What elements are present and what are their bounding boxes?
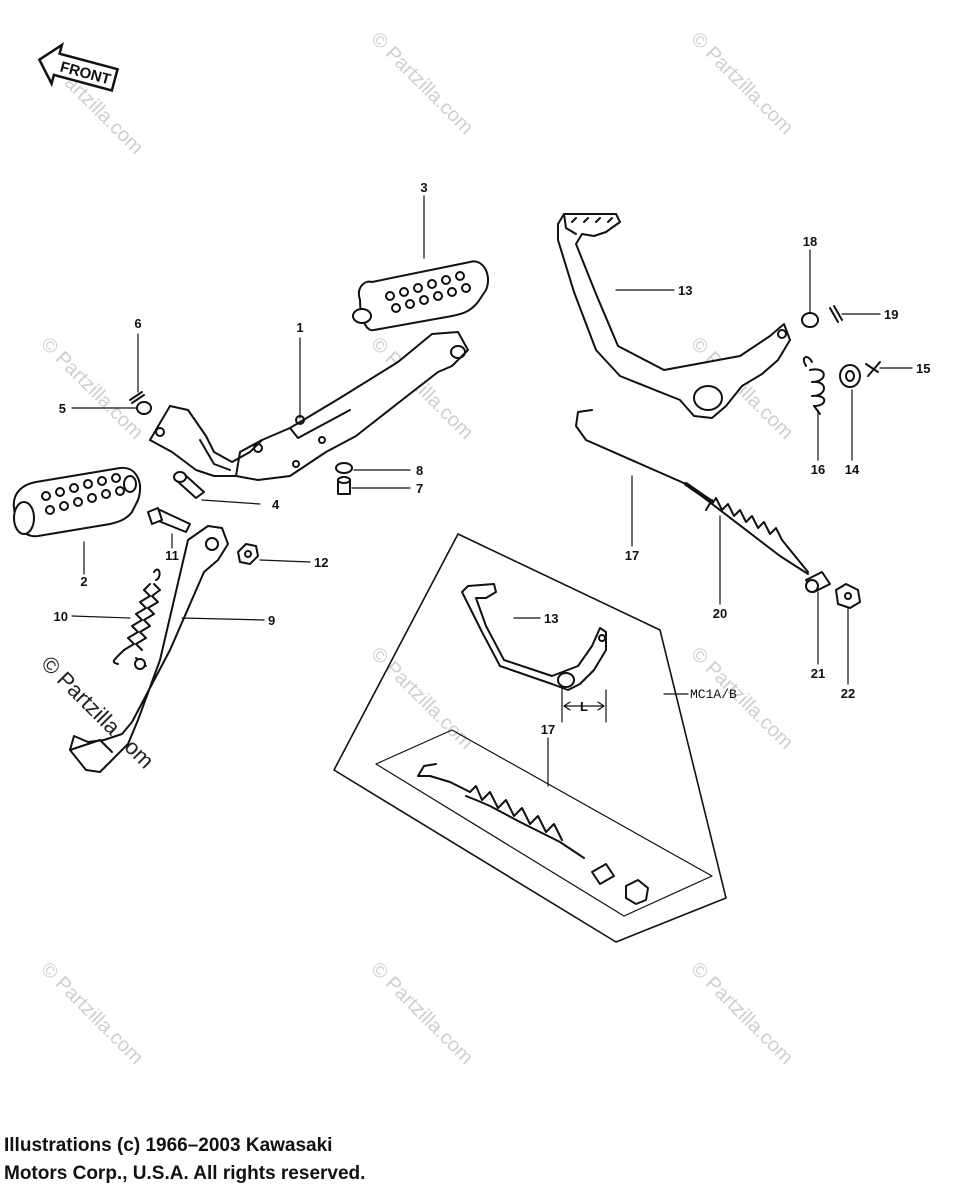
callout-1: 1 <box>296 320 303 335</box>
callout-13-upper: 13 <box>678 283 692 298</box>
watermark: © Partzilla.com <box>36 333 147 444</box>
leader-lines <box>71 195 913 787</box>
callout-13-inset: 13 <box>544 611 558 626</box>
callout-4: 4 <box>272 497 280 512</box>
copyright-notice: Illustrations (c) 1966–2003 Kawasaki Mot… <box>4 1132 365 1188</box>
callout-14: 14 <box>845 462 860 477</box>
callout-16: 16 <box>811 462 825 477</box>
parts-linework <box>12 195 913 943</box>
return-spring-icon <box>802 356 826 415</box>
callout-22: 22 <box>841 686 855 701</box>
callout-12: 12 <box>314 555 328 570</box>
washer-icon <box>335 462 353 474</box>
callout-8: 8 <box>416 463 423 478</box>
callout-10: 10 <box>54 609 68 624</box>
callout-19: 19 <box>884 307 898 322</box>
brake-rod-inset-icon <box>417 763 585 859</box>
step-bracket-icon <box>149 331 469 481</box>
callout-18: 18 <box>803 234 817 249</box>
callout-15: 15 <box>916 361 930 376</box>
watermark: © Partzilla.com <box>686 958 797 1069</box>
dimension-label: L <box>580 699 588 714</box>
pivot-pin-icon <box>173 471 205 499</box>
footpeg-left-icon <box>12 466 141 538</box>
watermark: © Partzilla.com <box>366 958 477 1069</box>
watermark: © Partzilla.com <box>36 958 147 1069</box>
brake-rod-spring-icon <box>705 497 809 573</box>
callout-7: 7 <box>416 481 423 496</box>
bolt-icon <box>147 507 191 533</box>
callout-labels: 1 2 3 4 5 6 7 8 9 10 11 12 13 13 14 15 1… <box>54 180 931 737</box>
cotter-pin-icon <box>829 305 843 323</box>
callout-17-inset: 17 <box>541 722 555 737</box>
washer-icon <box>136 401 152 415</box>
callout-20: 20 <box>713 606 727 621</box>
nut-icon <box>237 543 259 565</box>
trunnion-inset-icon <box>591 863 615 885</box>
variant-label: MC1A/B <box>690 687 737 702</box>
watermark: © Partzilla.com <box>366 643 477 754</box>
copyright-line-2: Motors Corp., U.S.A. All rights reserved… <box>4 1163 366 1184</box>
watermark-layer: © Partzilla.com © Partzilla.com © Partzi… <box>36 28 797 1069</box>
dimension-l <box>561 687 607 723</box>
copyright-line-1: Illustrations (c) 1966–2003 Kawasaki <box>4 1135 333 1156</box>
brake-rod-icon <box>575 409 809 575</box>
callout-2: 2 <box>80 574 87 589</box>
trunnion-icon <box>805 571 831 593</box>
adjuster-nut-inset-icon <box>625 879 649 905</box>
callout-3: 3 <box>420 180 427 195</box>
callout-11: 11 <box>165 548 179 563</box>
washer-icon <box>839 364 861 388</box>
spring-icon <box>112 568 161 665</box>
cotter-pin-icon <box>865 361 881 377</box>
callout-9: 9 <box>268 613 275 628</box>
washer-icon <box>801 312 819 328</box>
adjuster-nut-icon <box>835 583 861 609</box>
callout-5: 5 <box>59 401 66 416</box>
mc1ab-inset-frame <box>333 533 727 943</box>
brake-pedal-icon <box>557 213 791 419</box>
footpeg-right-icon <box>352 260 489 332</box>
watermark: © Partzilla.com <box>366 28 477 139</box>
cotter-pin-icon <box>129 391 143 401</box>
brake-pedal-inset-icon <box>461 583 607 691</box>
front-arrow-icon: FRONT <box>37 42 120 92</box>
callout-17-upper: 17 <box>625 548 639 563</box>
callout-6: 6 <box>134 316 141 331</box>
side-stand-icon <box>69 525 229 773</box>
callout-21: 21 <box>811 666 825 681</box>
watermark: © Partzilla.com <box>686 28 797 139</box>
